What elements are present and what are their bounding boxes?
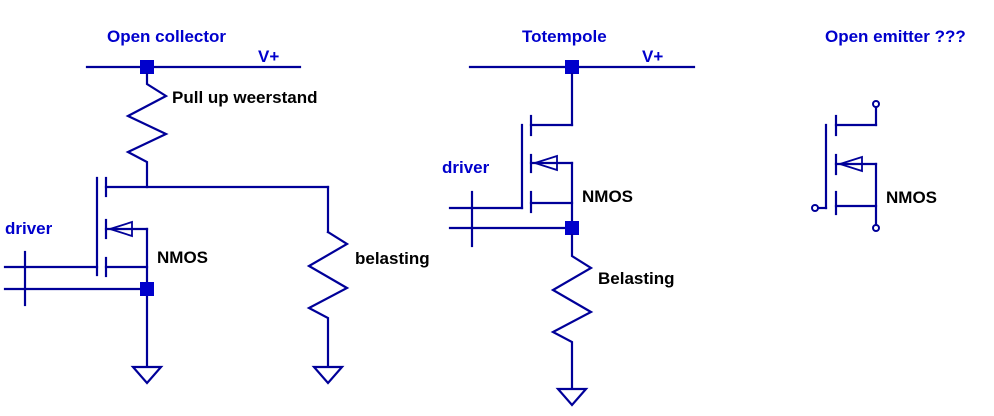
load-label: belasting <box>355 249 430 268</box>
open-collector-source-node <box>140 282 154 296</box>
nmos-arrow-icon <box>532 154 558 172</box>
open-collector-title: Open collector <box>107 27 226 46</box>
open-emitter-title: Open emitter ??? <box>825 27 966 46</box>
totempole-nmos-label: NMOS <box>582 187 633 206</box>
open-emitter-gate-terminal <box>811 204 819 212</box>
ground-symbol-totempole <box>555 387 589 407</box>
totempole-output-node <box>565 221 579 235</box>
open-collector-supply-node <box>140 60 154 74</box>
totempole-driver-label: driver <box>442 158 490 177</box>
totempole-supply-node <box>565 60 579 74</box>
load-resistor <box>306 230 350 368</box>
open-collector-vplus-label: V+ <box>258 47 279 66</box>
open-emitter-nmos-label: NMOS <box>886 188 937 207</box>
open-collector-circuit: Open collector V+ Pull up weerstand bela… <box>3 27 430 385</box>
totempole-load-label: Belasting <box>598 269 675 288</box>
open-emitter-circuit: Open emitter ??? NMOS <box>811 27 966 232</box>
nmos-arrow-icon <box>107 220 133 238</box>
ground-symbol-load <box>311 365 345 385</box>
open-collector-driver-label: driver <box>5 219 53 238</box>
open-emitter-source-terminal <box>872 224 880 232</box>
nmos-arrow-icon <box>837 155 863 173</box>
totempole-load-resistor <box>550 233 594 390</box>
totempole-circuit: Totempole V+ NMOS driver Belasting <box>442 27 696 407</box>
open-collector-nmos-label: NMOS <box>157 248 208 267</box>
totempole-upper-nmos <box>520 72 574 210</box>
totempole-vplus-label: V+ <box>642 47 663 66</box>
totempole-lower-nmos <box>529 153 574 230</box>
open-emitter-nmos <box>814 104 878 228</box>
pull-up-resistor <box>125 72 169 189</box>
totempole-title: Totempole <box>522 27 607 46</box>
pull-up-label: Pull up weerstand <box>172 88 317 107</box>
open-emitter-drain-terminal <box>872 100 880 108</box>
open-collector-nmos <box>95 176 149 368</box>
ground-symbol-nmos <box>130 365 164 385</box>
